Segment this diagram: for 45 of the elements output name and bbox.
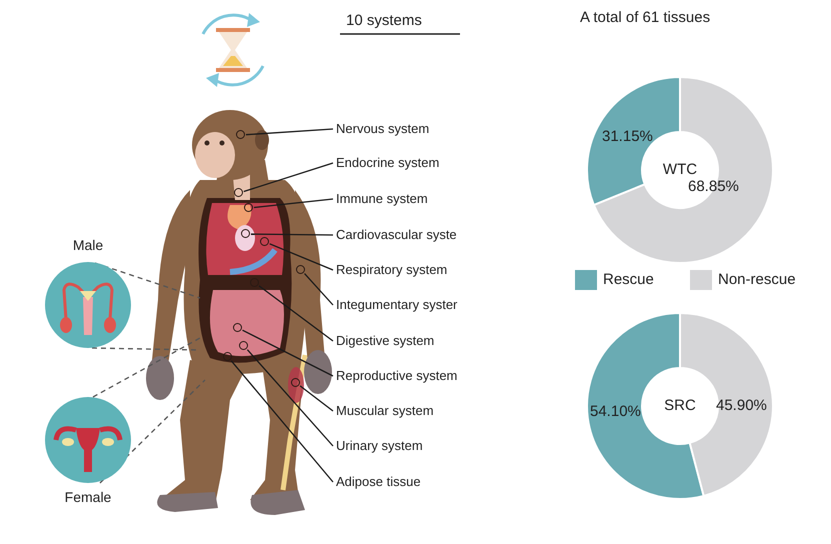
system-label: Muscular system	[336, 403, 434, 419]
target-marker	[239, 341, 248, 350]
data-label: 54.10%	[590, 403, 641, 420]
leader-line	[246, 349, 334, 446]
system-label: Cardiovascular syste	[336, 227, 457, 243]
target-marker	[234, 188, 243, 197]
title-label: 10 systems	[346, 12, 422, 29]
system-label: Reproductive system	[336, 368, 458, 384]
leader-line	[254, 198, 334, 208]
system-label: Integumentary syster	[336, 297, 458, 313]
legend-label: Rescue	[603, 271, 654, 288]
data-label: 68.85%	[688, 178, 739, 195]
target-marker	[260, 237, 269, 246]
leader-line	[304, 273, 334, 306]
system-label: Endocrine system	[336, 155, 440, 171]
system-label: Urinary system	[336, 438, 423, 454]
dashed-zoom-line	[92, 337, 200, 398]
system-label: Immune system	[336, 191, 428, 207]
chart-center-label: SRC	[663, 397, 697, 414]
chart-group-title: A total of 61 tissues	[580, 9, 710, 26]
system-label: Digestive system	[336, 333, 434, 349]
target-marker	[291, 378, 300, 387]
target-marker	[241, 229, 250, 238]
dashed-zoom-line	[94, 262, 200, 299]
data-label: 31.15%	[602, 128, 653, 145]
target-marker	[250, 278, 259, 287]
leader-line	[242, 330, 334, 377]
leader-line	[246, 128, 334, 136]
system-label: Adipose tissue	[336, 474, 421, 490]
chart-center-label: WTC	[662, 161, 698, 178]
target-marker	[233, 323, 242, 332]
legend-label: Non-rescue	[718, 271, 796, 288]
leader-line	[251, 233, 333, 236]
sex-heading: Male	[72, 237, 104, 253]
target-marker	[223, 352, 232, 361]
system-label: Respiratory system	[336, 262, 448, 278]
leader-line	[300, 385, 334, 412]
system-label: Nervous system	[336, 121, 430, 137]
sex-heading: Female	[64, 489, 112, 505]
data-label: 45.90%	[716, 397, 767, 414]
leader-line	[244, 162, 334, 192]
target-marker	[244, 203, 253, 212]
target-marker	[296, 265, 305, 274]
target-marker	[236, 130, 245, 139]
leader-line	[230, 360, 334, 482]
